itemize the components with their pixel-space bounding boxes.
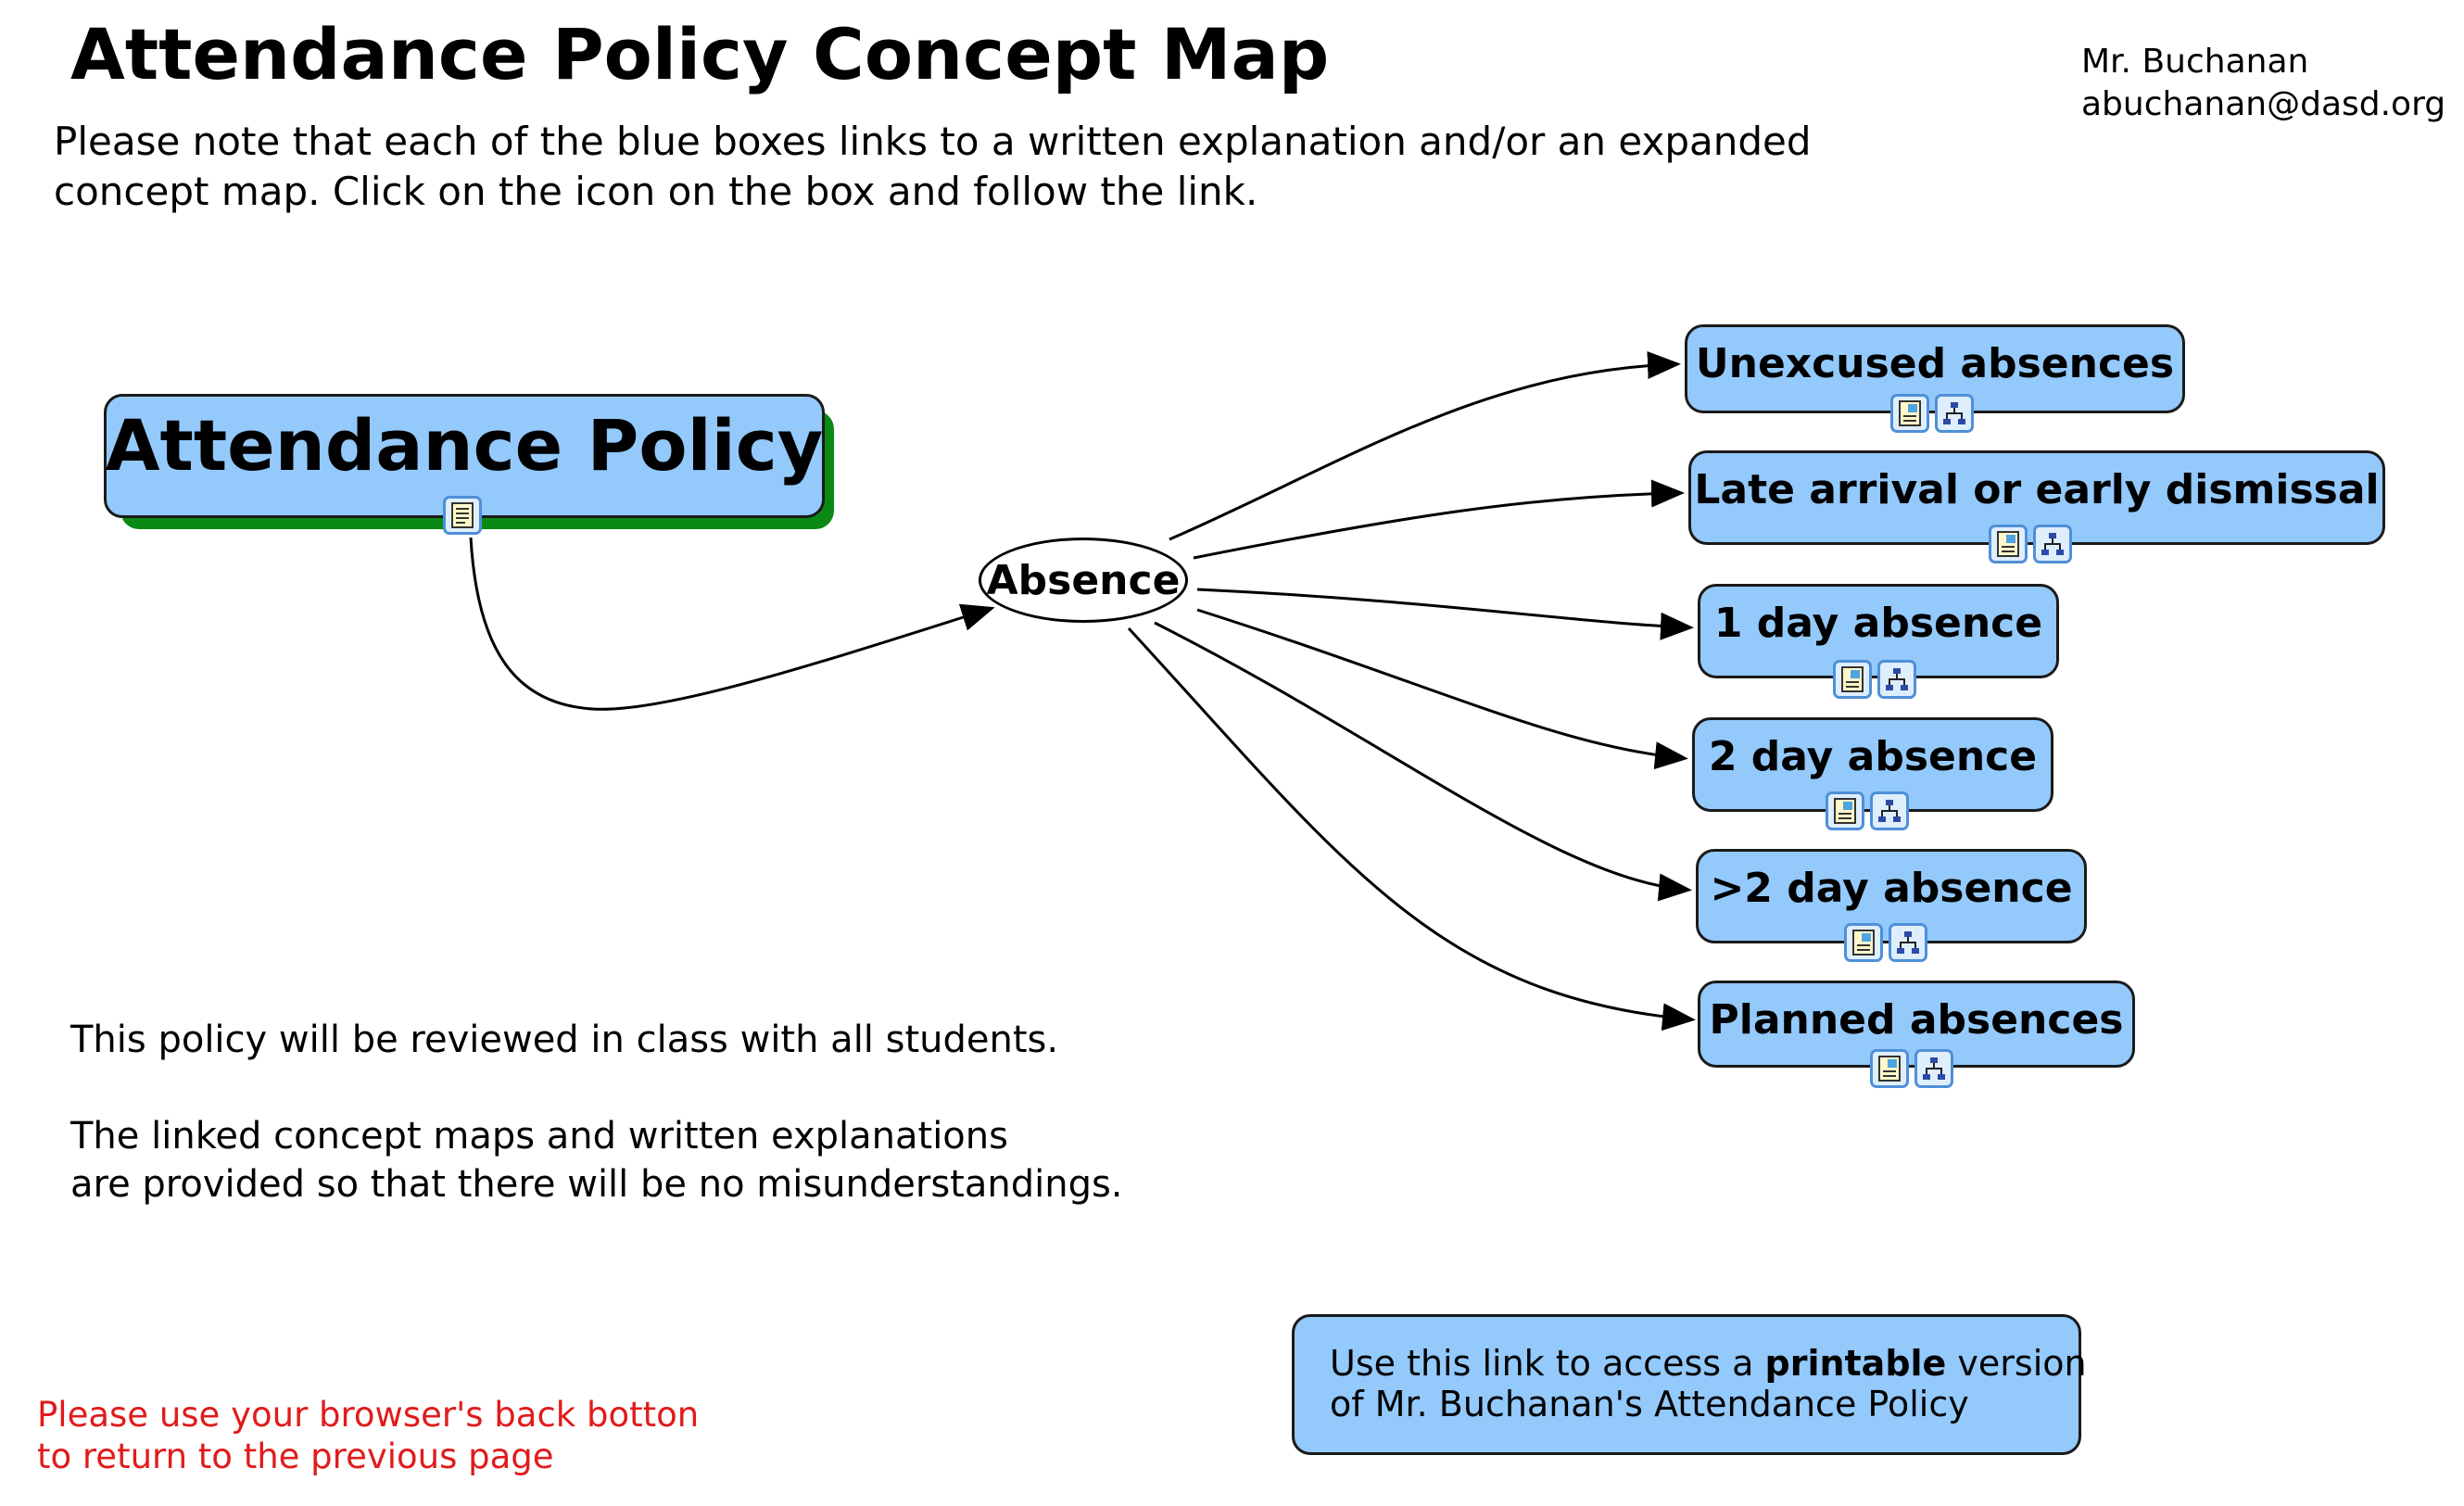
printable-pre-text: Use this link to access a <box>1330 1343 1765 1384</box>
edge-absence-to-planned <box>1127 626 1696 1031</box>
author-email[interactable]: abuchanan@dasd.org <box>2081 85 2446 123</box>
node-unexcused-absences[interactable]: Unexcused absences <box>1685 324 2185 413</box>
back-button-note: Please use your browser's back botton to… <box>37 1394 699 1477</box>
page-title: Attendance Policy Concept Map <box>70 13 1330 95</box>
printable-version-link-box[interactable]: Use this link to access a printable vers… <box>1292 1314 2087 1455</box>
concept-map-link-icon[interactable] <box>1889 923 1927 962</box>
edge-root-to-absence <box>469 537 995 711</box>
review-line: This policy will be reviewed in class wi… <box>70 1019 1059 1061</box>
root-node-attendance-policy[interactable]: Attendance Policy <box>104 394 825 518</box>
document-link-icon[interactable] <box>1989 525 2028 563</box>
edge-absence-to-1day <box>1196 588 1694 640</box>
edge-absence-to-2day <box>1196 608 1688 770</box>
author-name: Mr. Buchanan <box>2081 43 2309 81</box>
printable-line-1: Use this link to access a printable vers… <box>1330 1343 2087 1384</box>
concept-map-link-icon[interactable] <box>1877 660 1916 699</box>
author-block: Mr. Buchanan abuchanan@dasd.org <box>2081 41 2445 126</box>
back-note-line-1: Please use your browser's back botton <box>37 1395 700 1435</box>
concept-map-link-icon[interactable] <box>1914 1049 1953 1088</box>
printable-bold-word: printable <box>1764 1343 1947 1384</box>
document-link-icon[interactable] <box>1870 1049 1909 1088</box>
purpose-text: The linked concept maps and written expl… <box>70 1112 1123 1209</box>
document-link-icon[interactable] <box>443 496 482 535</box>
purpose-line-2: are provided so that there will be no mi… <box>70 1163 1123 1206</box>
node-1-day-absence[interactable]: 1 day absence <box>1698 584 2059 678</box>
document-link-icon[interactable] <box>1833 660 1872 699</box>
document-link-icon[interactable] <box>1890 394 1929 433</box>
printable-post-text: version <box>1946 1343 2087 1384</box>
edge-absence-to-unexcused <box>1169 351 1681 541</box>
review-notes: This policy will be reviewed in class wi… <box>70 1016 1123 1209</box>
intro-line-1: Please note that each of the blue boxes … <box>54 119 1812 164</box>
purpose-line-1: The linked concept maps and written expl… <box>70 1115 1008 1158</box>
intro-text: Please note that each of the blue boxes … <box>54 117 1812 217</box>
document-link-icon[interactable] <box>1826 791 1864 830</box>
concept-map-link-icon[interactable] <box>1870 791 1909 830</box>
intro-line-2: concept map. Click on the icon on the bo… <box>54 169 1258 214</box>
printable-line-2: of Mr. Buchanan's Attendance Policy <box>1330 1384 1969 1424</box>
hub-node-absence: Absence <box>979 538 1188 623</box>
document-link-icon[interactable] <box>1844 923 1883 962</box>
concept-map-link-icon[interactable] <box>1935 394 1974 433</box>
back-note-line-2: to return to the previous page <box>37 1436 554 1476</box>
edge-absence-to-late <box>1193 479 1685 560</box>
edge-absence-to-gt2day <box>1154 621 1692 902</box>
concept-map-link-icon[interactable] <box>2033 525 2072 563</box>
